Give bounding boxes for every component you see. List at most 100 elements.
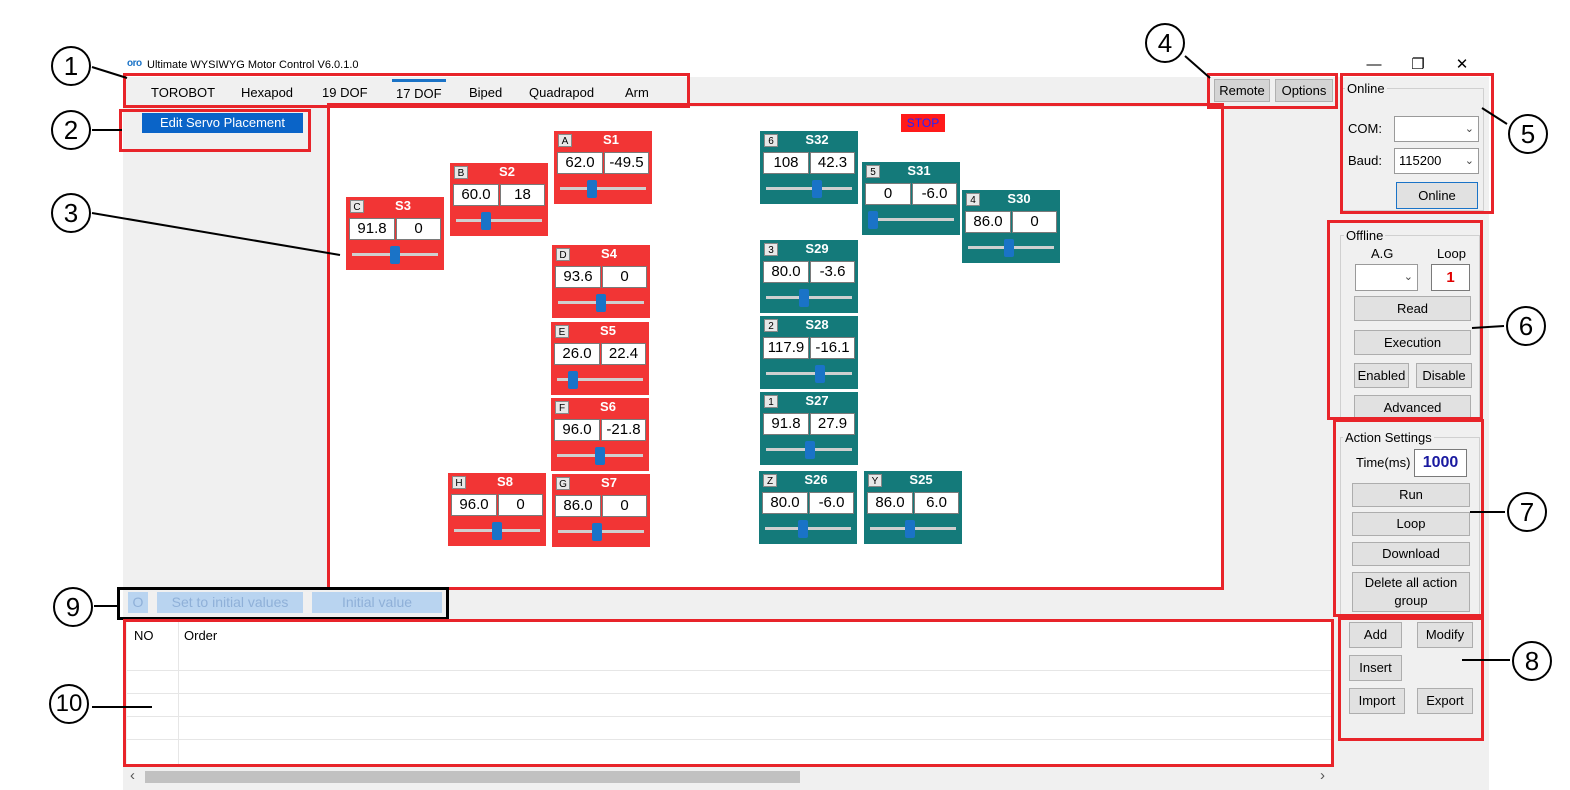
export-button[interactable]: Export (1417, 688, 1473, 714)
advanced-button[interactable]: Advanced (1354, 395, 1471, 420)
loop-count-input[interactable]: 1 (1431, 264, 1470, 291)
download-button[interactable]: Download (1352, 542, 1470, 566)
stop-indicator[interactable]: STOP (901, 114, 945, 132)
online-button[interactable]: Online (1396, 182, 1478, 209)
servo-angle-input[interactable]: 26.0 (554, 343, 600, 365)
servo-angle-input[interactable]: 86.0 (867, 492, 913, 514)
servo-slider-track[interactable] (557, 378, 643, 381)
close-icon[interactable]: ✕ (1455, 56, 1469, 73)
initial-o-button[interactable]: O (128, 592, 148, 613)
edit-servo-placement-button[interactable]: Edit Servo Placement (142, 113, 303, 133)
servo-slider-thumb[interactable] (815, 365, 826, 383)
servo-slider-thumb[interactable] (390, 246, 400, 264)
servo-offset-input[interactable]: -49.5 (604, 152, 649, 174)
maximize-icon[interactable]: ❐ (1411, 56, 1425, 73)
servo-slider-thumb[interactable] (1003, 239, 1014, 257)
servo-angle-input[interactable]: 96.0 (451, 494, 497, 516)
servo-slider-track[interactable] (560, 187, 646, 190)
run-button[interactable]: Run (1352, 483, 1470, 507)
tab-biped[interactable]: Biped (469, 85, 503, 100)
servo-offset-input[interactable]: -6.0 (809, 492, 854, 514)
remote-button[interactable]: Remote (1214, 79, 1270, 102)
servo-slider-track[interactable] (456, 219, 542, 222)
servo-slider-thumb[interactable] (797, 520, 808, 538)
tab-quadrapod[interactable]: Quadrapod (529, 85, 595, 100)
servo-offset-input[interactable]: 0 (396, 218, 441, 240)
servo-angle-input[interactable]: 108 (763, 152, 809, 174)
read-button[interactable]: Read (1354, 296, 1471, 321)
servo-slider-thumb[interactable] (868, 211, 878, 229)
scroll-left-icon[interactable]: ‹ (130, 767, 135, 784)
servo-angle-input[interactable]: 86.0 (965, 211, 1011, 233)
servo-offset-input[interactable]: -6.0 (912, 183, 957, 205)
servo-angle-input[interactable]: 117.9 (763, 337, 809, 359)
tab-hexapod[interactable]: Hexapod (241, 85, 294, 100)
servo-offset-input[interactable]: 0 (498, 494, 543, 516)
import-button[interactable]: Import (1349, 688, 1405, 714)
disable-button[interactable]: Disable (1416, 363, 1472, 388)
tab-17-dof[interactable]: 17 DOF (392, 79, 446, 107)
servo-slider-thumb[interactable] (595, 447, 605, 465)
tab-19-dof[interactable]: 19 DOF (322, 85, 368, 100)
table-row (127, 670, 1331, 671)
servo-slider-thumb[interactable] (904, 520, 915, 538)
servo-slider-track[interactable] (766, 187, 852, 190)
time-ms-input[interactable]: 1000 (1414, 449, 1467, 477)
servo-angle-input[interactable]: 93.6 (555, 266, 601, 288)
scroll-right-icon[interactable]: › (1320, 767, 1325, 784)
servo-angle-input[interactable]: 91.8 (763, 413, 809, 435)
servo-slider-thumb[interactable] (481, 212, 492, 230)
execution-button[interactable]: Execution (1354, 330, 1471, 355)
servo-angle-input[interactable]: 0 (865, 183, 911, 205)
servo-slider-thumb[interactable] (804, 441, 815, 459)
minimize-icon[interactable]: — (1366, 56, 1382, 73)
com-select[interactable]: ⌄ (1394, 116, 1479, 142)
servo-offset-input[interactable]: 18 (500, 184, 545, 206)
servo-angle-input[interactable]: 60.0 (453, 184, 499, 206)
servo-angle-input[interactable]: 80.0 (763, 261, 809, 283)
tab-torobot[interactable]: TOROBOT (151, 85, 216, 100)
servo-slider-thumb[interactable] (799, 289, 810, 307)
servo-offset-input[interactable]: 42.3 (810, 152, 855, 174)
servo-angle-input[interactable]: 96.0 (554, 419, 600, 441)
servo-angle-input[interactable]: 62.0 (557, 152, 603, 174)
scrollbar-thumb[interactable] (145, 771, 800, 783)
servo-offset-input[interactable]: 6.0 (914, 492, 959, 514)
servo-offset-input[interactable]: 27.9 (810, 413, 855, 435)
servo-offset-input[interactable]: -21.8 (601, 419, 646, 441)
add-button[interactable]: Add (1349, 622, 1402, 648)
insert-button[interactable]: Insert (1349, 655, 1402, 681)
servo-offset-input[interactable]: -16.1 (810, 337, 855, 359)
servo-offset-input[interactable]: -3.6 (810, 261, 855, 283)
options-button[interactable]: Options (1275, 79, 1333, 102)
action-group-select[interactable]: ⌄ (1355, 264, 1418, 291)
servo-slider-thumb[interactable] (586, 180, 597, 198)
delete-all-action-group-button[interactable]: Delete all action group (1352, 572, 1470, 612)
loop-button[interactable]: Loop (1352, 512, 1470, 536)
servo-slider-thumb[interactable] (567, 371, 578, 389)
enabled-button[interactable]: Enabled (1354, 363, 1409, 388)
servo-offset-input[interactable]: 0 (1012, 211, 1057, 233)
modify-button[interactable]: Modify (1417, 622, 1473, 648)
servo-slider-thumb[interactable] (596, 294, 606, 312)
servo-slider-track[interactable] (868, 218, 954, 221)
servo-slider-thumb[interactable] (811, 180, 822, 198)
annotation-box-6 (1327, 220, 1483, 420)
servo-angle-input[interactable]: 91.8 (349, 218, 395, 240)
baud-select[interactable]: 115200 ⌄ (1394, 148, 1479, 174)
tab-arm[interactable]: Arm (625, 85, 649, 100)
servo-slider-thumb[interactable] (592, 523, 603, 541)
servo-offset-input[interactable]: 0 (602, 495, 647, 517)
initial-value-button[interactable]: Initial value (312, 592, 442, 613)
servo-slider-thumb[interactable] (492, 522, 502, 540)
servo-offset-input[interactable]: 0 (602, 266, 647, 288)
set-to-initial-values-button[interactable]: Set to initial values (157, 592, 303, 613)
servo-slider-track[interactable] (766, 372, 852, 375)
servo-angle-input[interactable]: 80.0 (762, 492, 808, 514)
servo-angle-input[interactable]: 86.0 (555, 495, 601, 517)
servo-slider-track[interactable] (765, 527, 851, 530)
servo-offset-input[interactable]: 22.4 (601, 343, 646, 365)
